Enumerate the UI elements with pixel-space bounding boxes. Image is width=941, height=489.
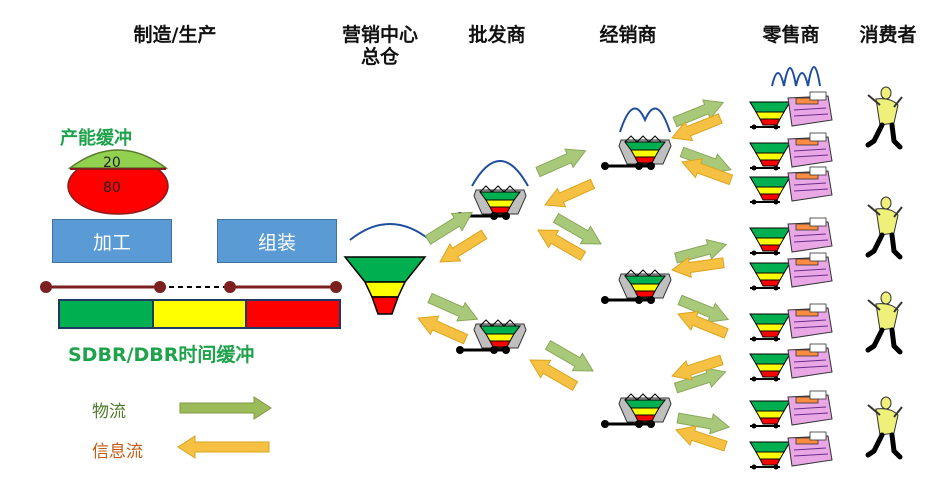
- dc-buffer: [343, 223, 431, 315]
- distributor-middle: [599, 269, 672, 306]
- retailer-9: [749, 431, 833, 471]
- header-dc-line2: 总仓: [360, 46, 399, 68]
- consumer-2: [868, 197, 902, 257]
- consumer-3: [868, 292, 902, 352]
- process-assembly-box: 组装: [217, 219, 337, 263]
- wholesaler-upper: [454, 160, 529, 222]
- header-wholesaler: 批发商: [468, 24, 526, 46]
- distributor-upper: [599, 107, 672, 172]
- time-buffer-bar: [58, 299, 341, 329]
- distributor-lower: [599, 393, 672, 430]
- header-consumer: 消费者: [859, 24, 917, 46]
- retailer-6: [749, 303, 833, 343]
- consumer-4: [868, 397, 902, 457]
- legend-material-label: 物流: [92, 402, 126, 422]
- legend-material-arrow: [179, 396, 272, 420]
- header-dc: 营销中心 总仓: [330, 24, 430, 68]
- drum-buffer-rope-line: [40, 281, 342, 293]
- header-retailer: 零售商: [762, 24, 820, 46]
- capacity-buffer-label: 产能缓冲: [60, 128, 132, 149]
- header-manufacturing: 制造/生产: [133, 24, 217, 46]
- retailer-3: [749, 166, 833, 206]
- retail-demand-wave: [771, 66, 821, 87]
- capacity-buffer-bottom-value: 80: [103, 180, 121, 196]
- consumer-1: [868, 87, 902, 147]
- header-distributor: 经销商: [599, 24, 657, 46]
- legend-info-label: 信息流: [92, 442, 143, 462]
- info-arrow-d1-w1: [540, 174, 598, 215]
- retailer-8: [749, 390, 833, 430]
- retailer-4: [749, 217, 833, 257]
- retailer-7: [749, 343, 833, 383]
- capacity-buffer-top-value: 20: [103, 155, 121, 171]
- time-buffer-label: SDBR/DBR时间缓冲: [68, 344, 255, 366]
- legend-info-arrow: [177, 435, 270, 459]
- retailer-5: [749, 252, 833, 292]
- process-machining-box: 加工: [52, 219, 172, 263]
- header-dc-line1: 营销中心: [341, 24, 418, 46]
- mat-arrow-w1-d1: [533, 141, 591, 182]
- capacity-buffer-dome: [67, 149, 169, 215]
- retailer-1: [749, 91, 833, 131]
- retailer-2: [749, 132, 833, 172]
